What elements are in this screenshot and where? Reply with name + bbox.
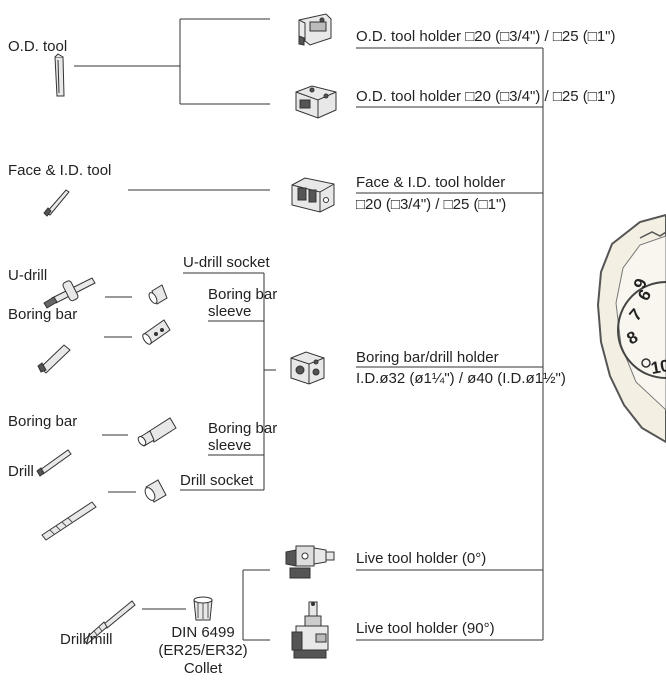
drill-socket-label: Drill socket xyxy=(180,472,254,489)
boring-bar-1-label: Boring bar xyxy=(8,306,78,323)
boring-bar-1-icon xyxy=(37,344,71,374)
boring-bar-2-icon xyxy=(36,449,72,477)
u-drill-icon xyxy=(43,277,96,309)
face-id-tool-icon xyxy=(43,189,70,217)
turret-ring xyxy=(617,281,666,379)
drill-mill-label: Drill/mill xyxy=(60,631,113,648)
collet-label-line2: (ER25/ER32) xyxy=(158,642,248,659)
turret: 6 7 8 9 10 xyxy=(596,213,666,444)
boring-sleeve-2-icon xyxy=(137,417,177,447)
collet-icon xyxy=(193,596,213,621)
drill-label: Drill xyxy=(8,463,34,480)
u-drill-socket-icon xyxy=(148,284,168,305)
boring-sleeve-2-label-line2: sleeve xyxy=(208,437,252,454)
live-90-label: Live tool holder (90°) xyxy=(356,620,495,637)
u-drill-socket-label: U-drill socket xyxy=(183,254,270,271)
od-holder-1-label: O.D. tool holder □20 (□3/4") / □25 (□1") xyxy=(356,28,616,45)
drill-icon xyxy=(41,501,97,541)
face-holder-label-line1: Face & I.D. tool holder xyxy=(356,174,506,191)
face-holder-label-line2: □20 (□3/4") / □25 (□1") xyxy=(356,196,507,213)
boring-holder-icon xyxy=(290,351,325,385)
face-holder-icon xyxy=(291,177,335,213)
live-90-holder-icon xyxy=(291,601,329,659)
live-0-holder-icon xyxy=(285,545,335,579)
boring-sleeve-1-icon xyxy=(142,319,171,345)
boring-holder-label-line2: I.D.ø32 (ø1¼") / ø40 (I.D.ø1½") xyxy=(356,370,566,387)
collet-label-line1: DIN 6499 xyxy=(171,624,235,641)
boring-sleeve-2-label-line1: Boring bar xyxy=(208,420,278,437)
drill-socket-icon xyxy=(144,479,167,503)
turret-number: 10 xyxy=(649,356,666,378)
boring-bar-2-label: Boring bar xyxy=(8,413,78,430)
live-0-label: Live tool holder (0°) xyxy=(356,550,487,567)
boring-holder-label-line1: Boring bar/drill holder xyxy=(356,349,499,366)
od-tool-icon xyxy=(54,53,65,97)
boring-sleeve-1-label-line2: sleeve xyxy=(208,303,252,320)
face-id-tool-label: Face & I.D. tool xyxy=(8,162,112,179)
u-drill-label: U-drill xyxy=(8,267,48,284)
od-holder-1-icon xyxy=(298,13,332,46)
boring-sleeve-1-label-line1: Boring bar xyxy=(208,286,278,303)
od-holder-2-label: O.D. tool holder □20 (□3/4") / □25 (□1") xyxy=(356,88,616,105)
od-tool-label: O.D. tool xyxy=(8,38,68,55)
od-holder-2-icon xyxy=(295,85,337,119)
drill-mill-icon xyxy=(83,600,136,645)
collet-label-line3: Collet xyxy=(183,660,223,677)
